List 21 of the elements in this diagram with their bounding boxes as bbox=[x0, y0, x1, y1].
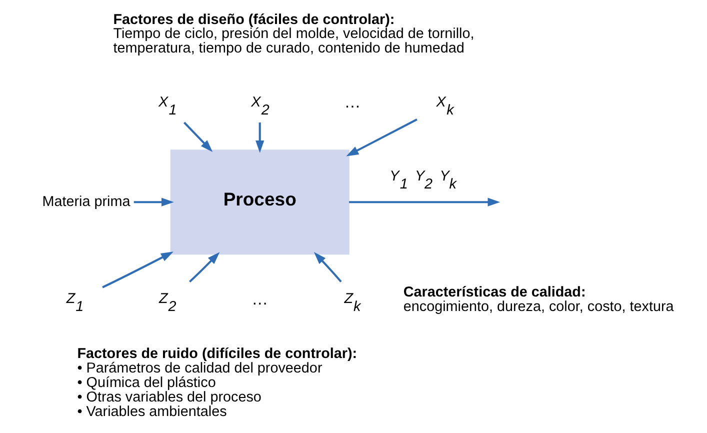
arrow bbox=[133, 198, 174, 206]
label: • Parámetros de calidad del proveedor bbox=[76, 360, 322, 377]
arrow bbox=[313, 252, 342, 282]
node-text: Materia prima bbox=[42, 194, 130, 210]
label: • Química del plástico bbox=[76, 374, 216, 391]
label: Características de calidad: bbox=[402, 284, 586, 300]
label: … bbox=[251, 290, 268, 308]
arrow bbox=[183, 122, 212, 152]
arrow bbox=[102, 252, 173, 288]
label: • Otras variables del proceso bbox=[76, 389, 261, 406]
label: Factores de ruido (difíciles de controlar): bbox=[76, 346, 357, 362]
arrow bbox=[188, 252, 220, 282]
arrow bbox=[348, 198, 500, 206]
label: • Variables ambientales bbox=[76, 404, 226, 420]
node-box: Proceso bbox=[170, 150, 349, 255]
label: encogimiento, dureza, color, costo, textura bbox=[402, 298, 674, 315]
arrow bbox=[346, 118, 417, 156]
label: … bbox=[344, 94, 360, 112]
label: Tiempo de ciclo, presión del molde, velocidad de tornillo, temperatura, tiempo de curado, contenido de humedad bbox=[112, 26, 474, 57]
label: Factores de diseño (fáciles de controlar): bbox=[112, 12, 394, 28]
arrow bbox=[255, 122, 264, 153]
